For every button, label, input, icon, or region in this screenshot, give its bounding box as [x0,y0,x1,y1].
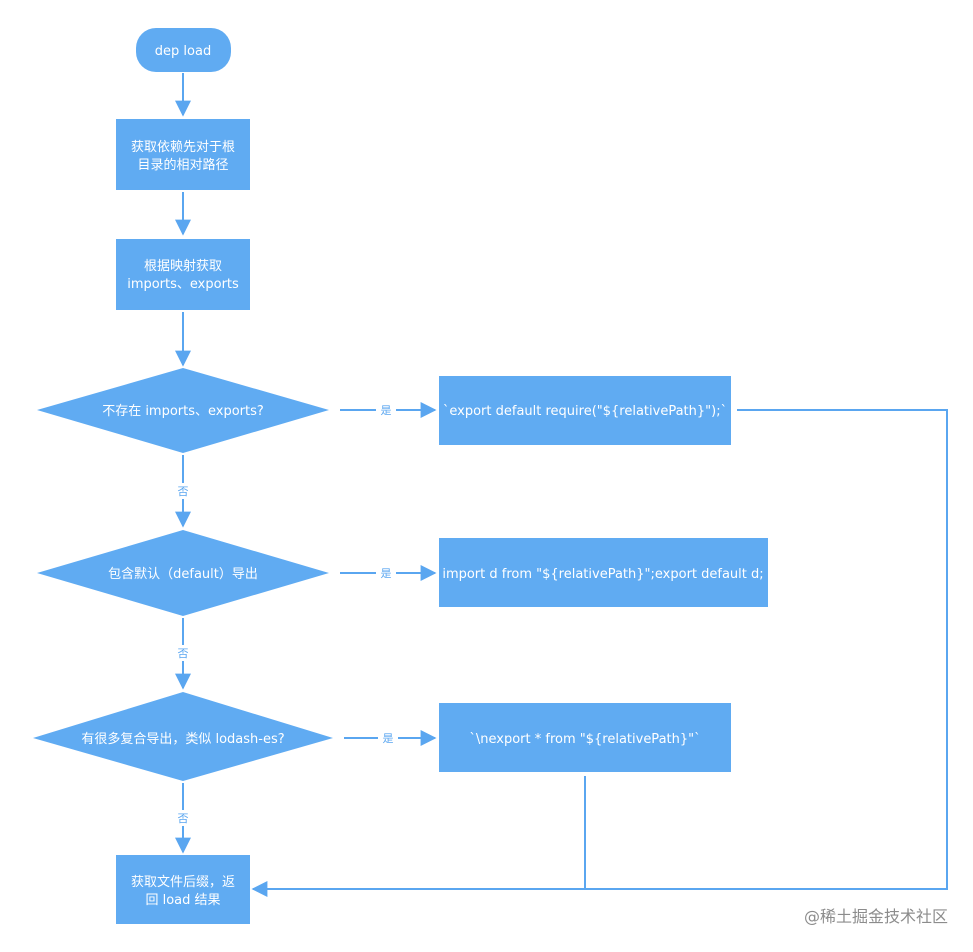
node-start: dep load [136,28,231,72]
node-final-return-line2: 回 load 结果 [145,893,220,908]
node-get-relative-path: 获取依赖先对于根 目录的相对路径 [116,119,250,190]
node-decision-many-exports-label: 有很多复合导出，类似 lodash-es? [81,731,284,747]
node-decision-has-default: 包含默认（default）导出 [37,530,329,616]
edge-label-yes-1: 是 [381,404,392,417]
node-decision-has-default-label: 包含默认（default）导出 [108,566,258,582]
node-result-import-default-label: import d from "${relativePath}";export d… [442,567,763,582]
edge-label-yes-3: 是 [383,732,394,745]
node-decision-no-imports-label: 不存在 imports、exports? [102,404,264,419]
edge-labels: 是 是 是 否 否 否 [173,402,398,826]
edge-label-no-1: 否 [178,485,189,498]
watermark: @稀土掘金技术社区 [804,907,948,926]
node-result-require: `export default require("${relativePath}… [439,376,731,445]
node-result-export-all: `\nexport * from "${relativePath}"` [439,703,731,772]
node-start-label: dep load [155,44,211,59]
node-get-imports-exports-line1: 根据映射获取 [144,258,222,274]
node-get-imports-exports-line2: imports、exports [127,277,239,292]
edge-label-yes-2: 是 [381,567,392,580]
node-result-export-all-label: `\nexport * from "${relativePath}"` [469,732,700,747]
edge-label-no-3: 否 [178,812,189,825]
node-get-imports-exports: 根据映射获取 imports、exports [116,239,250,310]
edge-label-no-2: 否 [178,647,189,660]
node-result-import-default: import d from "${relativePath}";export d… [439,538,768,607]
node-get-relative-path-line2: 目录的相对路径 [137,157,228,173]
node-final-return: 获取文件后缀，返 回 load 结果 [116,855,250,924]
node-decision-no-imports: 不存在 imports、exports? [37,368,329,453]
node-final-return-line1: 获取文件后缀，返 [131,875,235,890]
node-result-require-label: `export default require("${relativePath}… [443,404,727,419]
node-decision-many-exports: 有很多复合导出，类似 lodash-es? [33,692,333,781]
edge-require-to-final [251,409,948,897]
nodes: dep load 获取依赖先对于根 目录的相对路径 根据映射获取 imports… [33,28,768,924]
node-get-relative-path-line1: 获取依赖先对于根 [131,140,235,155]
